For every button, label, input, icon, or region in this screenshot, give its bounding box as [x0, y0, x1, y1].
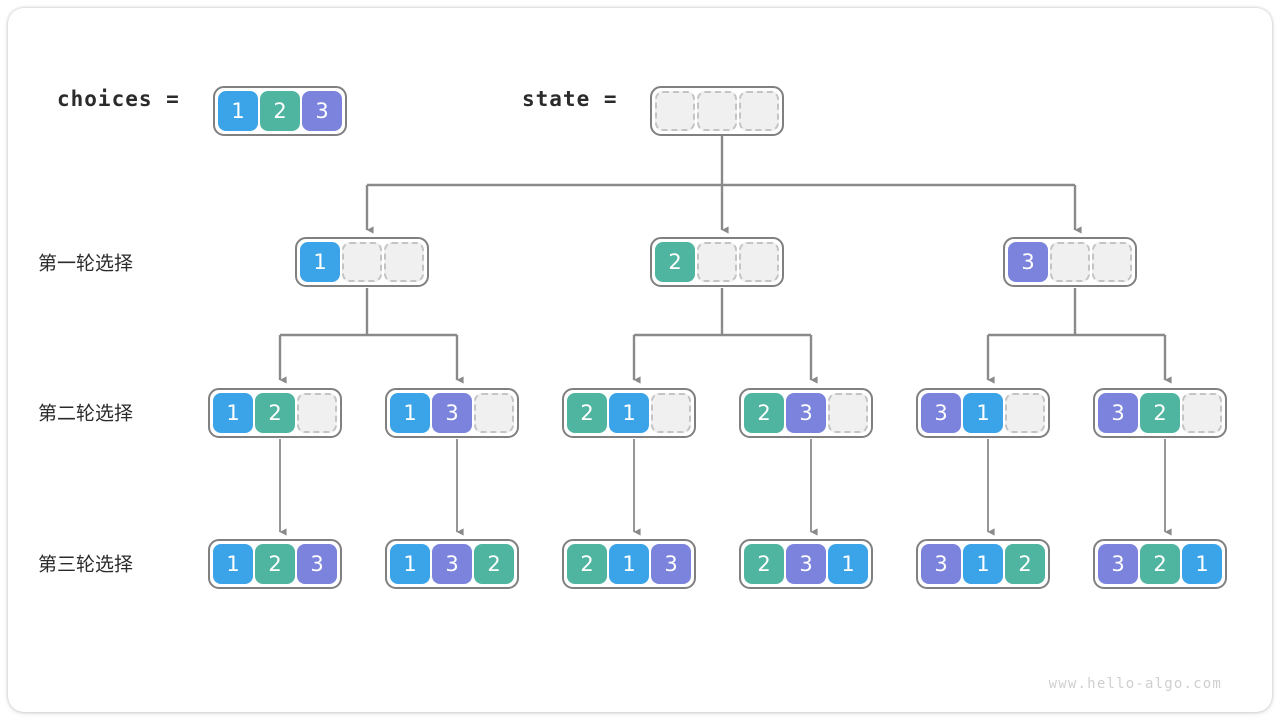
level2-node-4-cell-2: 3: [786, 393, 826, 433]
level1-node-3: 3: [1003, 237, 1137, 287]
level1-node-1: 1: [295, 237, 429, 287]
level3-node-2-cell-2: 3: [432, 544, 472, 584]
level3-node-5-cell-3: 2: [1005, 544, 1045, 584]
choices-cell-3: 3: [302, 91, 342, 131]
row-label-1: 第一轮选择: [38, 252, 134, 275]
level3-node-3-cell-1: 2: [567, 544, 607, 584]
level1-node-1-cell-1: 1: [300, 242, 340, 282]
state-cell-2: [697, 91, 737, 131]
level1-node-1-cell-2: [342, 242, 382, 282]
level2-node-3-cell-1: 2: [567, 393, 607, 433]
level3-node-1-cell-1: 1: [213, 544, 253, 584]
level3-node-4-cell-3: 1: [828, 544, 868, 584]
level1-node-2-cell-3: [739, 242, 779, 282]
level3-node-5-cell-2: 1: [963, 544, 1003, 584]
level1-node-2: 2: [650, 237, 784, 287]
level2-node-1-cell-3: [297, 393, 337, 433]
level1-node-3-cell-1: 3: [1008, 242, 1048, 282]
level2-node-6-cell-1: 3: [1098, 393, 1138, 433]
level3-node-6-cell-1: 3: [1098, 544, 1138, 584]
level2-node-6-cell-3: [1182, 393, 1222, 433]
level2-node-2-cell-2: 3: [432, 393, 472, 433]
row-label-3: 第三轮选择: [38, 553, 134, 576]
level2-node-5-cell-1: 3: [921, 393, 961, 433]
choices-label: choices =: [57, 87, 180, 111]
level3-node-4-cell-2: 3: [786, 544, 826, 584]
level2-node-2-cell-1: 1: [390, 393, 430, 433]
level3-node-2-cell-1: 1: [390, 544, 430, 584]
state-cell-1: [655, 91, 695, 131]
level1-node-2-cell-1: 2: [655, 242, 695, 282]
choices-cell-2: 2: [260, 91, 300, 131]
level2-node-5-cell-3: [1005, 393, 1045, 433]
level2-node-1-cell-2: 2: [255, 393, 295, 433]
row-label-2: 第二轮选择: [38, 402, 134, 425]
level2-node-3-cell-2: 1: [609, 393, 649, 433]
level1-node-3-cell-3: [1092, 242, 1132, 282]
level3-node-3-cell-2: 1: [609, 544, 649, 584]
site-watermark: www.hello-algo.com: [1048, 676, 1222, 692]
level2-node-4-cell-3: [828, 393, 868, 433]
state-array: [650, 86, 784, 136]
level2-node-5-cell-2: 1: [963, 393, 1003, 433]
choices-cell-1: 1: [218, 91, 258, 131]
level2-node-1-cell-1: 1: [213, 393, 253, 433]
level2-node-2-cell-3: [474, 393, 514, 433]
level2-node-4-cell-1: 2: [744, 393, 784, 433]
level1-node-3-cell-2: [1050, 242, 1090, 282]
level3-node-2-cell-3: 2: [474, 544, 514, 584]
level1-node-1-cell-3: [384, 242, 424, 282]
level3-node-5-cell-1: 3: [921, 544, 961, 584]
level3-node-6-cell-2: 2: [1140, 544, 1180, 584]
level1-node-2-cell-2: [697, 242, 737, 282]
state-cell-3: [739, 91, 779, 131]
level2-node-6-cell-2: 2: [1140, 393, 1180, 433]
level2-node-3-cell-3: [651, 393, 691, 433]
level3-node-3-cell-3: 3: [651, 544, 691, 584]
state-label: state =: [522, 87, 618, 111]
level3-node-4-cell-1: 2: [744, 544, 784, 584]
level3-node-6-cell-3: 1: [1182, 544, 1222, 584]
level3-node-1-cell-3: 3: [297, 544, 337, 584]
level3-node-1-cell-2: 2: [255, 544, 295, 584]
diagram-card: [8, 8, 1272, 712]
